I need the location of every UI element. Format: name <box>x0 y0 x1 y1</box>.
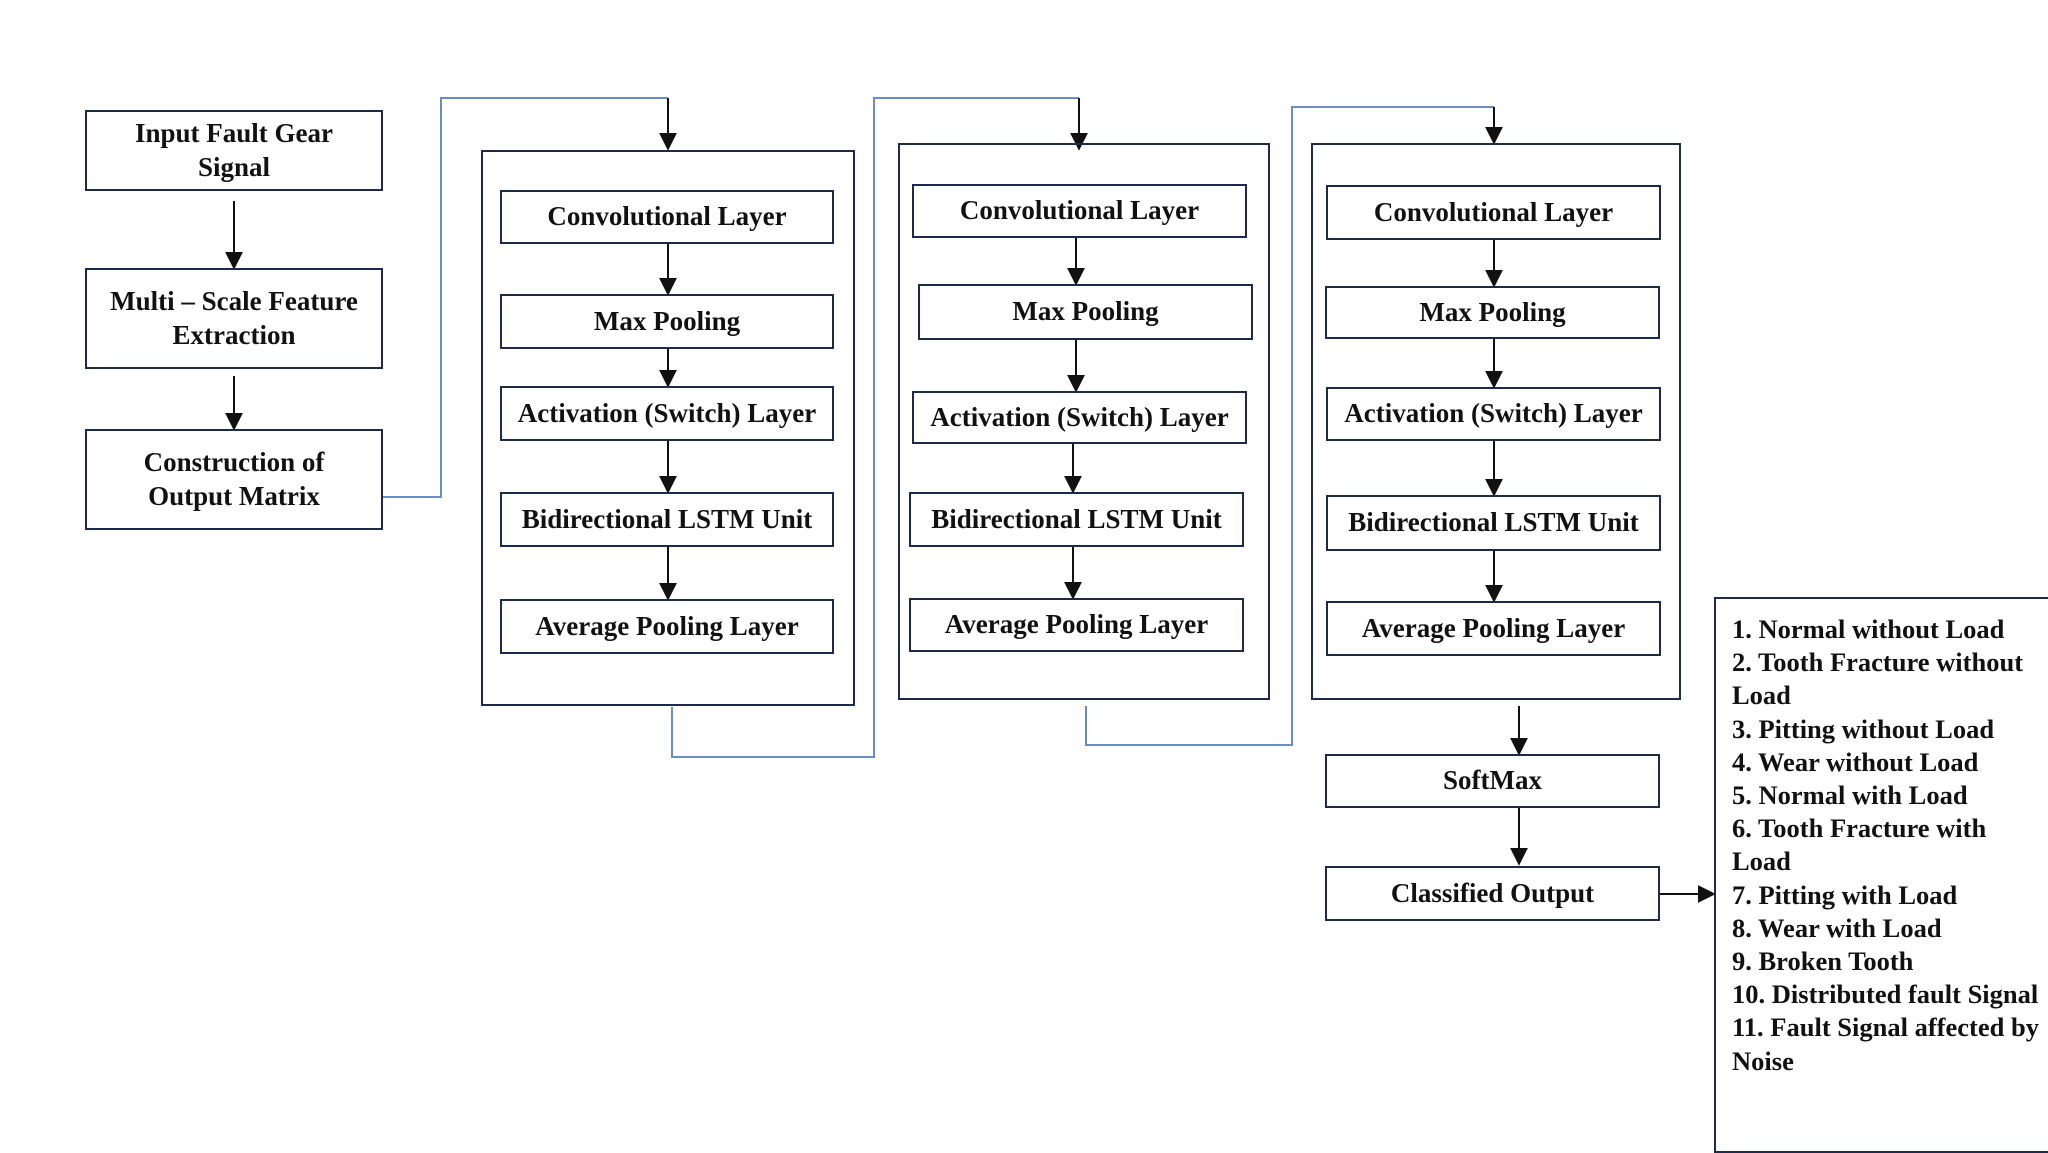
layer-label: Activation (Switch) Layer <box>1344 398 1643 429</box>
stage-3-bilstm-unit: Bidirectional LSTM Unit <box>1326 495 1661 551</box>
stage-2-conv-layer: Convolutional Layer <box>912 184 1247 238</box>
stage-2-block <box>898 143 1270 700</box>
feature-extraction-label: Multi – Scale Feature Extraction <box>110 285 358 350</box>
class-item: 8. Wear with Load <box>1732 912 1942 943</box>
layer-label: Convolutional Layer <box>547 201 787 232</box>
layer-label: Bidirectional LSTM Unit <box>1348 507 1639 538</box>
class-item: 2. Tooth Fracture without Load <box>1732 647 2024 711</box>
layer-label: Max Pooling <box>1419 296 1566 327</box>
class-item: 11. Fault Signal affected by Noise <box>1732 1012 2039 1076</box>
layer-label: Average Pooling Layer <box>944 609 1209 640</box>
output-matrix-box: Construction of Output Matrix <box>85 429 383 530</box>
output-classes-list: 1. Normal without Load 2. Tooth Fracture… <box>1732 613 2042 1078</box>
layer-label: Convolutional Layer <box>1373 196 1614 227</box>
stage-3-avg-pooling: Average Pooling Layer <box>1326 601 1661 656</box>
stage-1-conv-layer: Convolutional Layer <box>500 190 834 244</box>
stage-2-avg-pooling: Average Pooling Layer <box>909 598 1244 652</box>
output-matrix-label: Construction of Output Matrix <box>143 446 325 511</box>
class-item: 5. Normal with Load <box>1732 780 1968 811</box>
class-item: 4. Wear without Load <box>1732 746 1979 777</box>
connector-stage1-to-stage2 <box>671 97 1079 758</box>
layer-label: Average Pooling Layer <box>1361 612 1626 643</box>
stage-3-max-pooling: Max Pooling <box>1325 286 1660 339</box>
layer-label: Max Pooling <box>1012 296 1159 327</box>
layer-label: Activation (Switch) Layer <box>517 397 817 428</box>
stage-1-activation-layer: Activation (Switch) Layer <box>500 386 834 441</box>
class-item: 7. Pitting with Load <box>1732 879 1958 910</box>
classified-output-box: Classified Output <box>1325 866 1660 921</box>
stage-2-activation-layer: Activation (Switch) Layer <box>912 391 1247 444</box>
layer-label: Activation (Switch) Layer <box>930 401 1229 432</box>
stage-3-block <box>1311 143 1681 700</box>
output-classes-box: 1. Normal without Load 2. Tooth Fracture… <box>1714 597 2048 1153</box>
connector-matrix-to-stage1 <box>382 97 668 498</box>
class-item: 1. Normal without Load <box>1732 614 2005 644</box>
stage-1-max-pooling: Max Pooling <box>500 294 834 349</box>
layer-label: Bidirectional LSTM Unit <box>931 503 1222 534</box>
class-item: 10. Distributed fault Signal <box>1732 979 2039 1010</box>
feature-extraction-box: Multi – Scale Feature Extraction <box>85 268 383 369</box>
class-item: 9. Broken Tooth <box>1732 946 1914 977</box>
stage-3-conv-layer: Convolutional Layer <box>1326 185 1661 240</box>
stage-2-bilstm-unit: Bidirectional LSTM Unit <box>909 492 1244 547</box>
layer-label: Bidirectional LSTM Unit <box>521 503 813 534</box>
stage-2-max-pooling: Max Pooling <box>918 284 1253 340</box>
stage-1-bilstm-unit: Bidirectional LSTM Unit <box>500 492 834 547</box>
layer-label: Convolutional Layer <box>959 195 1200 226</box>
class-item: 3. Pitting without Load <box>1732 713 1995 744</box>
input-signal-label: Input Fault Gear Signal <box>134 117 334 182</box>
stage-1-block <box>481 150 855 706</box>
classified-output-label: Classified Output <box>1390 877 1595 908</box>
class-item: 6. Tooth Fracture with Load <box>1732 813 1987 877</box>
layer-label: Max Pooling <box>593 305 741 336</box>
softmax-box: SoftMax <box>1325 754 1660 808</box>
input-signal-box: Input Fault Gear Signal <box>85 110 383 191</box>
connector-stage2-to-stage3 <box>1085 106 1494 746</box>
layer-label: Average Pooling Layer <box>535 610 799 641</box>
stage-1-avg-pooling: Average Pooling Layer <box>500 599 834 654</box>
softmax-label: SoftMax <box>1443 765 1542 796</box>
stage-3-activation-layer: Activation (Switch) Layer <box>1326 387 1661 441</box>
